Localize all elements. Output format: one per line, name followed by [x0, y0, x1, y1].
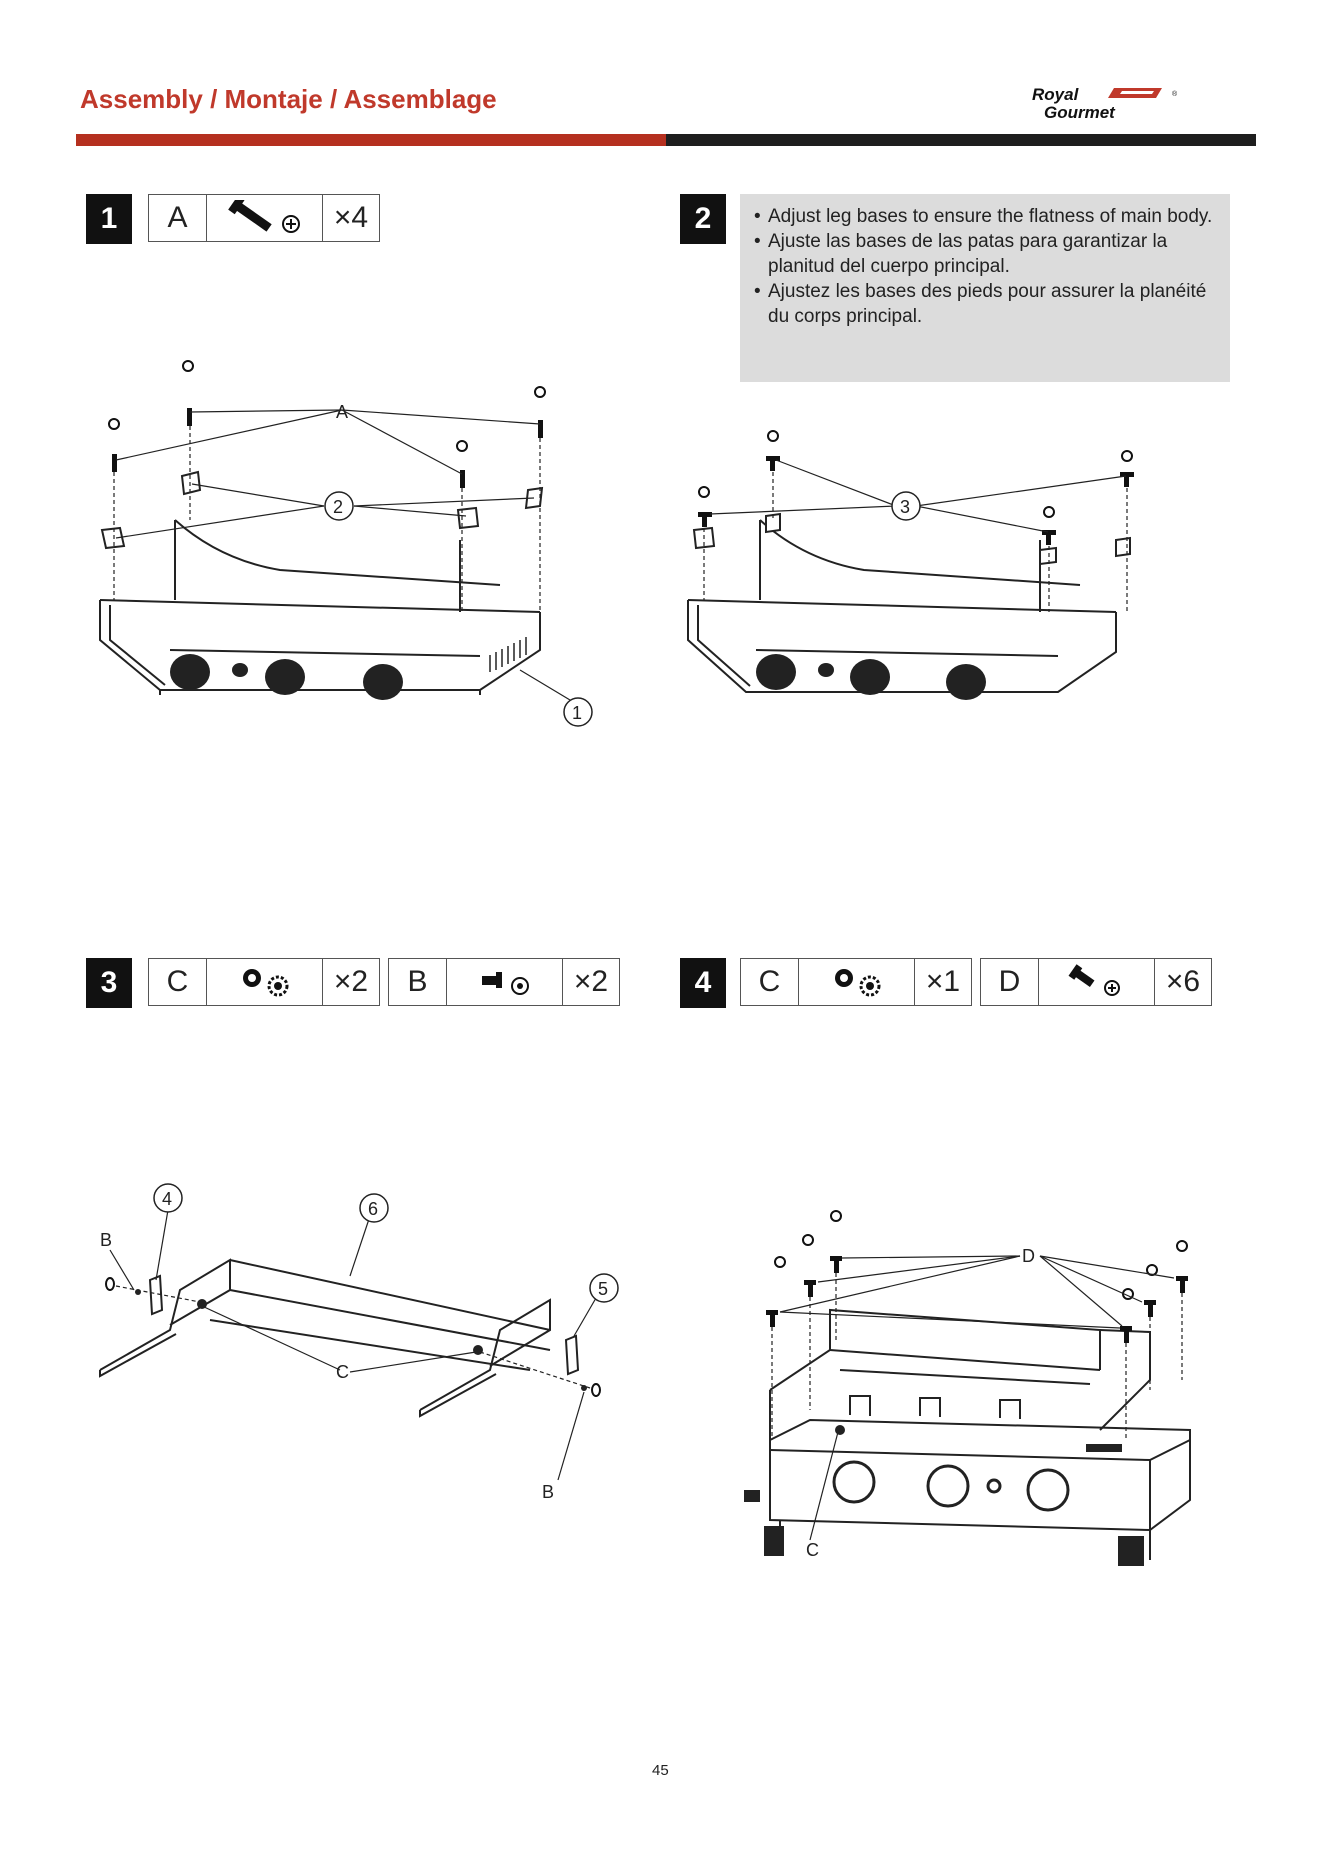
callout-B-right: B: [542, 1482, 554, 1502]
step-4-parts-d: D ×6: [980, 958, 1212, 1006]
callout-A: A: [336, 402, 348, 422]
header-bar-red: [76, 134, 666, 146]
callout-2: 2: [333, 497, 343, 517]
part-qty: ×6: [1165, 965, 1201, 998]
nut-washer-icon: [207, 959, 323, 1005]
part-qty: ×2: [333, 965, 369, 998]
callout-C: C: [336, 1362, 349, 1382]
nut-washer-icon: [799, 959, 915, 1005]
page-number: 45: [652, 1762, 669, 1779]
step-2-drawing: 3: [687, 430, 1134, 700]
part-qty: ×2: [573, 965, 609, 998]
callout-6: 6: [368, 1199, 378, 1219]
step-2-number: 2: [680, 194, 726, 244]
page-title: Assembly / Montaje / Assemblage: [80, 84, 497, 114]
step-2-note: •Adjust leg bases to ensure the flatness…: [740, 194, 1230, 382]
callout-D: D: [1022, 1246, 1035, 1266]
part-letter: C: [741, 959, 799, 1005]
screw-icon: [207, 195, 323, 241]
step-4-parts-c: C ×1: [740, 958, 972, 1006]
part-letter: B: [389, 959, 447, 1005]
step-1-parts: A ×4: [148, 194, 380, 242]
step-1-number: 1: [86, 194, 132, 244]
brand-logo: Royal Gourmet ®: [1032, 86, 1178, 120]
note-line-es: Ajuste las bases de las patas para garan…: [768, 231, 1168, 277]
svg-text:®: ®: [1172, 90, 1178, 98]
header-bar-dark: [666, 134, 1256, 146]
step-3-number: 3: [86, 958, 132, 1008]
part-qty: ×4: [333, 201, 369, 234]
bolt-icon: [447, 959, 563, 1005]
step-3-parts-b: B ×2: [388, 958, 620, 1006]
callout-1: 1: [572, 703, 582, 723]
note-line-en: Adjust leg bases to ensure the flatness …: [768, 206, 1213, 227]
part-qty: ×1: [925, 965, 961, 998]
svg-text:Gourmet: Gourmet: [1044, 103, 1116, 120]
callout-5: 5: [598, 1279, 608, 1299]
callout-4: 4: [162, 1189, 172, 1209]
part-letter: D: [981, 959, 1039, 1005]
step-1-drawing: A 2 1: [99, 360, 593, 727]
step-4-drawing: D C: [744, 1210, 1191, 1566]
step-3-drawing: 4 6 5 B C B: [99, 1183, 619, 1502]
callout-C: C: [806, 1540, 819, 1560]
callout-3: 3: [900, 497, 910, 517]
screw-icon: [1039, 959, 1155, 1005]
callout-B-left: B: [100, 1230, 112, 1250]
part-letter: A: [149, 195, 207, 241]
step-3-parts-c: C ×2: [148, 958, 380, 1006]
note-line-fr: Ajustez les bases des pieds pour assurer…: [768, 281, 1207, 327]
svg-text:Royal: Royal: [1032, 86, 1080, 104]
step-4-number: 4: [680, 958, 726, 1008]
part-letter: C: [149, 959, 207, 1005]
